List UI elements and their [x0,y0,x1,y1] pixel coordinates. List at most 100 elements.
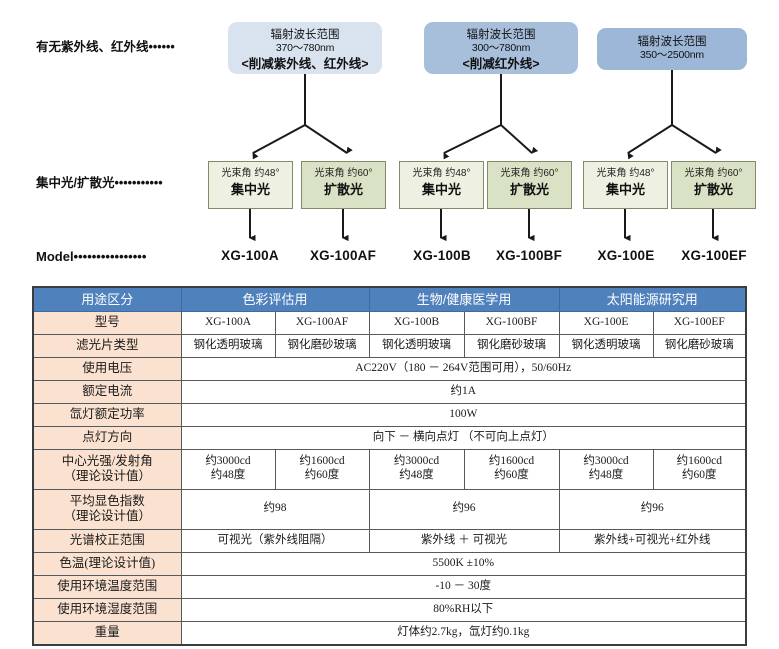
wavelength-box-1: 辐射波长范围 300～780nm <削减红外线> [424,22,578,74]
cell-filter-4: 钢化透明玻璃 [558,333,654,358]
cell-intensity-4: 约3000cd 约48度 [558,448,654,490]
cell-xenon-power: 100W [180,402,747,427]
row-label-lighting-direction: 点灯方向 [32,425,182,450]
cell-lighting-direction: 向下 － 横向点灯 （不可向上点灯） [180,425,747,450]
table-row: 使用环境温度范围 -10 － 30度 [32,574,747,599]
cell-intensity-5-cd: 约1600cd [676,455,722,468]
cell-model-1: XG-100AF [274,310,370,335]
table-row: 平均显色指数 （理论设计值） 约98 约96 约96 [32,488,747,530]
cell-intensity-3-cd: 约1600cd [488,455,535,468]
table-row: 色温(理论设计值) 5500K ±10% [32,551,747,576]
cell-intensity-3: 约1600cd 约60度 [463,448,560,490]
header-group-solar: 太阳能源研究用 [558,286,747,312]
cell-model-2: XG-100B [368,310,465,335]
beam-box-4: 光束角 约48° 集中光 [583,161,668,209]
beam-box-3: 光束角 约60° 扩散光 [487,161,572,209]
cell-humidity-range: 80%RH以下 [180,597,747,622]
model-name-4: XG-100E [597,248,655,263]
row-label-model-no: 型号 [32,310,182,335]
table-row: 光谱校正范围 可视光（紫外线阻隔） 紫外线 ＋ 可视光 紫外线+可视光+红外线 [32,528,747,553]
cell-intensity-1-cd: 约1600cd [299,455,345,468]
cell-cri-bio: 约96 [368,488,560,530]
beam-box-2-type: 集中光 [421,182,461,197]
spec-table: 用途区分 色彩评估用 生物/健康医学用 太阳能源研究用 型号 XG-100A X… [32,286,748,646]
table-row: 使用环境湿度范围 80%RH以下 [32,597,747,622]
row-label-cri: 平均显色指数 （理论设计值） [32,488,182,530]
row-label-beam-type: 集中光/扩散光••••••••••• [36,176,163,190]
beam-box-5: 光束角 约60° 扩散光 [671,161,756,209]
wavelength-box-2: 辐射波长范围 350～2500nm [597,28,747,70]
beam-box-5-type: 扩散光 [693,182,733,197]
cell-model-3: XG-100BF [463,310,560,335]
cell-spectral-bio: 紫外线 ＋ 可视光 [368,528,560,553]
diagram-area: 有无紫外线、红外线•••••• 集中光/扩散光••••••••••• Model… [0,0,779,283]
cell-weight: 灯体约2.7kg，氙灯约0.1kg [180,620,747,646]
cell-filter-0: 钢化透明玻璃 [180,333,276,358]
beam-box-0-type: 集中光 [230,182,270,197]
cell-temp-range: -10 － 30度 [180,574,747,599]
beam-box-1: 光束角 约60° 扩散光 [301,161,386,209]
beam-box-1-angle: 光束角 约60° [314,168,373,179]
cell-voltage: AC220V（180 － 264V范围可用），50/60Hz [180,356,747,381]
cell-color-temp: 5500K ±10% [180,551,747,576]
cell-cri-color: 约98 [180,488,370,530]
cell-current: 约1A [180,379,747,404]
cell-intensity-0-deg: 约48度 [210,469,246,481]
cell-filter-5: 钢化磨砂玻璃 [652,333,747,358]
row-label-model: Model•••••••••••••••• [36,249,147,264]
table-row: 重量 灯体约2.7kg，氙灯约0.1kg [32,620,747,646]
wavelength-box-0-range: 370～780nm [275,42,335,55]
row-label-color-temp: 色温(理论设计值) [32,551,182,576]
spec-table-container: 用途区分 色彩评估用 生物/健康医学用 太阳能源研究用 型号 XG-100A X… [32,286,748,646]
row-label-intensity-angle: 中心光强/发射角 （理论设计值） [32,448,182,490]
beam-box-3-type: 扩散光 [509,182,549,197]
wavelength-box-2-title: 辐射波长范围 [637,36,707,48]
cell-intensity-1: 约1600cd 约60度 [274,448,370,490]
wavelength-box-0-note: <削减紫外线、红外线> [241,56,369,71]
cell-intensity-5-deg: 约60度 [682,469,717,481]
row-label-intensity-angle-line2: （理论设计值） [63,469,151,483]
cell-intensity-2-deg: 约48度 [399,469,434,481]
cell-model-0: XG-100A [180,310,276,335]
row-label-current: 额定电流 [32,379,182,404]
table-row: 中心光强/发射角 （理论设计值） 约3000cd 约48度 约1600cd 约6… [32,448,747,490]
table-row: 滤光片类型 钢化透明玻璃 钢化磨砂玻璃 钢化透明玻璃 钢化磨砂玻璃 钢化透明玻璃… [32,333,747,358]
cell-intensity-0-cd: 约3000cd [205,455,251,468]
table-row: 点灯方向 向下 － 横向点灯 （不可向上点灯） [32,425,747,450]
wavelength-box-1-title: 辐射波长范围 [466,29,536,41]
header-group-bio: 生物/健康医学用 [368,286,560,312]
row-label-uv-ir: 有无紫外线、红外线•••••• [36,40,175,54]
model-name-3: XG-100BF [495,248,563,263]
beam-box-1-type: 扩散光 [323,182,363,197]
row-label-filter-type: 滤光片类型 [32,333,182,358]
beam-box-0-angle: 光束角 约48° [221,168,280,179]
table-row: 使用电压 AC220V（180 － 264V范围可用），50/60Hz [32,356,747,381]
cell-intensity-2-cd: 约3000cd [393,455,440,468]
beam-box-5-angle: 光束角 约60° [684,168,743,179]
cell-intensity-4-deg: 约48度 [588,469,624,481]
cell-model-5: XG-100EF [652,310,747,335]
row-label-weight: 重量 [32,620,182,646]
row-label-spectral-range: 光谱校正范围 [32,528,182,553]
wavelength-box-0-title: 辐射波长范围 [270,29,340,41]
wavelength-box-1-note: <削减红外线> [462,56,540,71]
cell-filter-2: 钢化透明玻璃 [368,333,465,358]
cell-intensity-2: 约3000cd 约48度 [368,448,465,490]
cell-intensity-4-cd: 约3000cd [583,455,629,468]
row-label-voltage: 使用电压 [32,356,182,381]
table-row: 额定电流 约1A [32,379,747,404]
model-name-1: XG-100AF [309,248,377,263]
cell-cri-solar: 约96 [558,488,747,530]
row-label-cri-line1: 平均显色指数 [69,494,145,509]
cell-intensity-1-deg: 约60度 [304,469,340,481]
cell-spectral-color: 可视光（紫外线阻隔） [180,528,370,553]
wavelength-box-1-range: 300～780nm [471,42,531,55]
header-usage-category: 用途区分 [32,286,182,312]
row-label-humidity-range: 使用环境湿度范围 [32,597,182,622]
beam-box-2-angle: 光束角 约48° [412,168,471,179]
beam-box-3-angle: 光束角 约60° [500,168,559,179]
row-label-intensity-angle-line1: 中心光强/发射角 [61,454,153,469]
cell-filter-1: 钢化磨砂玻璃 [274,333,370,358]
cell-filter-3: 钢化磨砂玻璃 [463,333,560,358]
model-name-2: XG-100B [413,248,471,263]
